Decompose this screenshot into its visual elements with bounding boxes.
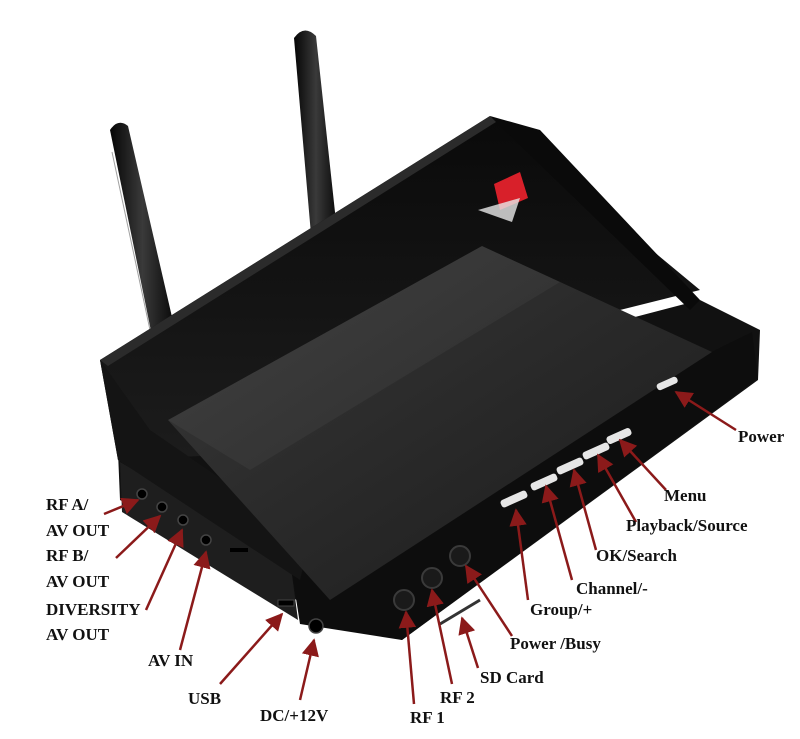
monitor-body xyxy=(100,116,760,640)
label-rf-a-line1: RF A/ xyxy=(46,495,89,514)
arrow-menu xyxy=(618,438,667,491)
arrow-ok xyxy=(569,468,598,551)
label-sd-card: SD Card xyxy=(480,668,544,687)
arrows xyxy=(103,390,737,705)
arrow-power xyxy=(674,390,737,432)
label-playback-source: Playback/Source xyxy=(626,516,748,535)
label-ok-search: OK/Search xyxy=(596,546,677,565)
arrow-rf2 xyxy=(426,588,454,685)
label-diversity-line2: AV OUT xyxy=(46,625,110,644)
screen xyxy=(168,246,712,600)
label-rf-b-line1: RF B/ xyxy=(46,546,89,565)
arrow-avin xyxy=(178,550,211,651)
arrow-rf1 xyxy=(398,610,417,705)
label-menu: Menu xyxy=(664,486,707,505)
arrow-sd-card xyxy=(458,616,480,669)
label-diversity-line1: DIVERSITY xyxy=(46,600,141,619)
label-power-busy: Power /Busy xyxy=(510,634,601,653)
label-rf-a-line2: AV OUT xyxy=(46,521,110,540)
arrow-channel xyxy=(541,484,574,581)
arrow-rfa xyxy=(103,497,140,516)
red-sticker xyxy=(494,172,528,210)
label-power: Power xyxy=(738,427,785,446)
label-rf1: RF 1 xyxy=(410,708,445,727)
bezel-buttons xyxy=(136,376,678,634)
label-channel-minus: Channel/- xyxy=(576,579,648,598)
arrow-playback xyxy=(596,453,638,523)
arrow-group xyxy=(509,508,530,601)
arrow-rfb xyxy=(115,514,162,559)
label-group-plus: Group/+ xyxy=(530,600,593,619)
arrow-diversity xyxy=(144,528,184,611)
antenna-right xyxy=(294,30,338,247)
arrow-power-busy xyxy=(464,564,514,637)
antenna-left xyxy=(110,122,175,336)
label-av-in: AV IN xyxy=(148,651,194,670)
label-dc-12v: DC/+12V xyxy=(260,706,329,725)
label-usb: USB xyxy=(188,689,222,708)
label-rf2: RF 2 xyxy=(440,688,475,707)
label-rf-b-line2: AV OUT xyxy=(46,572,110,591)
arrow-dc xyxy=(298,638,319,701)
arrow-usb xyxy=(219,612,284,685)
